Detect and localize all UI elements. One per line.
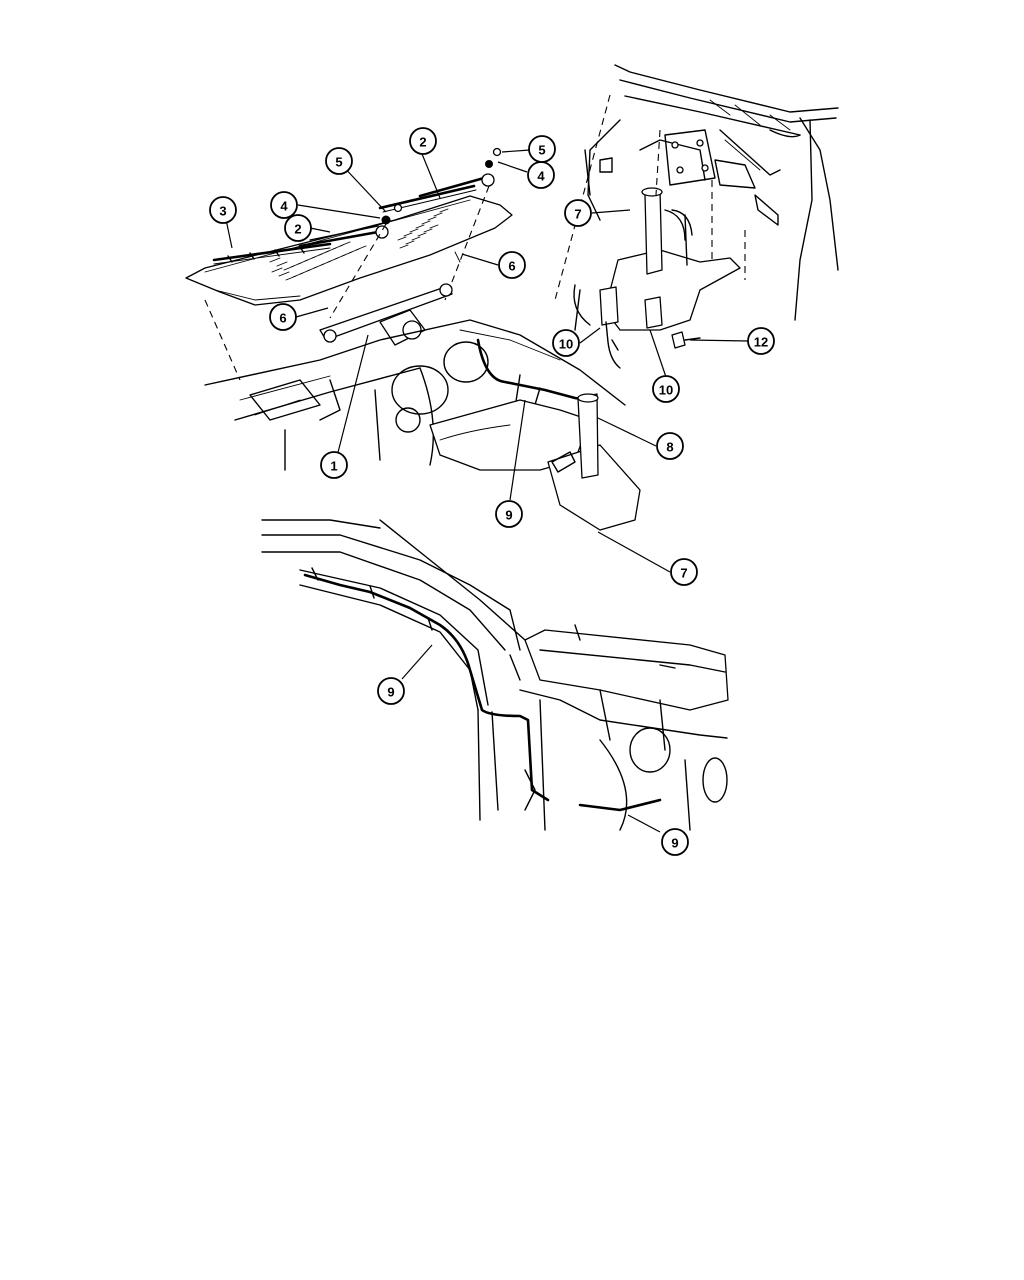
wiper-module-linkage bbox=[319, 251, 461, 346]
washer-hose-lower bbox=[303, 567, 662, 812]
fender-inner-structure bbox=[584, 64, 839, 321]
mounting-bolt bbox=[671, 331, 701, 349]
svg-text:5: 5 bbox=[335, 155, 342, 170]
callout-10-right: 10 bbox=[652, 375, 680, 403]
svg-text:8: 8 bbox=[666, 440, 673, 455]
svg-text:4: 4 bbox=[537, 169, 545, 184]
washer-reservoir-right bbox=[604, 187, 741, 331]
svg-text:9: 9 bbox=[671, 836, 678, 851]
callout-9-upper: 9 bbox=[495, 500, 523, 528]
svg-text:6: 6 bbox=[279, 311, 286, 326]
alignment-line bbox=[444, 185, 490, 301]
svg-text:6: 6 bbox=[508, 259, 515, 274]
svg-text:7: 7 bbox=[680, 566, 687, 581]
alignment-line bbox=[329, 223, 387, 319]
callout-5-left: 5 bbox=[325, 147, 353, 175]
washer-pumps bbox=[573, 284, 663, 369]
svg-text:9: 9 bbox=[505, 508, 512, 523]
a-pillar-structure bbox=[261, 519, 526, 821]
svg-text:4: 4 bbox=[280, 199, 288, 214]
svg-text:12: 12 bbox=[754, 335, 768, 350]
svg-text:9: 9 bbox=[387, 685, 394, 700]
svg-text:10: 10 bbox=[659, 383, 673, 398]
pivot-nuts bbox=[381, 147, 502, 225]
alignment-line bbox=[204, 299, 241, 381]
svg-text:2: 2 bbox=[294, 222, 301, 237]
callout-9-lower: 9 bbox=[661, 828, 689, 856]
callout-5-right: 5 bbox=[528, 135, 556, 163]
callout-7-lower: 7 bbox=[670, 558, 698, 586]
callout-9-pillar: 9 bbox=[377, 677, 405, 705]
callout-3: 3 bbox=[209, 196, 237, 224]
alignment-line bbox=[554, 94, 611, 301]
alignment-line bbox=[655, 129, 661, 196]
leader-lines bbox=[223, 148, 749, 833]
callout-10-left: 10 bbox=[552, 329, 580, 357]
callout-7-upper: 7 bbox=[564, 199, 592, 227]
cowl-body-structure bbox=[204, 319, 626, 471]
svg-text:10: 10 bbox=[559, 337, 573, 352]
callout-2-right-arm: 2 bbox=[409, 127, 437, 155]
svg-text:2: 2 bbox=[419, 135, 426, 150]
callout-12: 12 bbox=[747, 327, 775, 355]
cowl-panel bbox=[185, 195, 513, 306]
callout-6-left: 6 bbox=[269, 303, 297, 331]
svg-text:7: 7 bbox=[574, 207, 581, 222]
washer-reservoir-left bbox=[429, 393, 641, 531]
wiper-arm-right bbox=[418, 173, 495, 198]
svg-text:1: 1 bbox=[330, 459, 337, 474]
wiper-blade-left bbox=[212, 242, 332, 265]
callout-2-left-arm: 2 bbox=[284, 214, 312, 242]
callout-4-left: 4 bbox=[270, 191, 298, 219]
cowl-vent-slots bbox=[269, 208, 449, 281]
callout-4-right: 4 bbox=[527, 161, 555, 189]
svg-text:5: 5 bbox=[538, 143, 545, 158]
callout-1: 1 bbox=[320, 451, 348, 479]
svg-text:3: 3 bbox=[219, 204, 226, 219]
dash-panel-structure bbox=[519, 624, 729, 831]
callout-6-right: 6 bbox=[498, 251, 526, 279]
callout-8: 8 bbox=[656, 432, 684, 460]
